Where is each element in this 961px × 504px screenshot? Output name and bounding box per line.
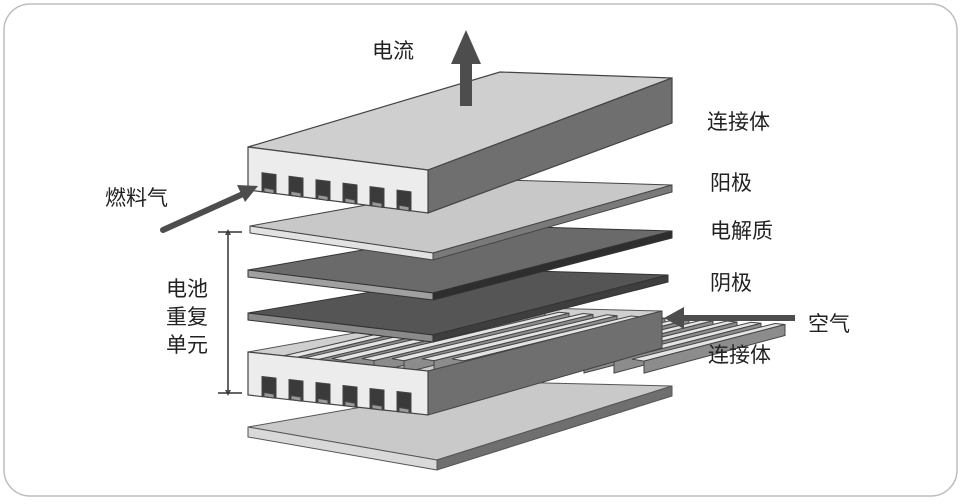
- channel-floor: [317, 397, 329, 405]
- electrolyte-layer: [247, 225, 673, 301]
- base-plate: [247, 381, 673, 471]
- interconnect-top-label: 连接体: [707, 110, 770, 134]
- fuel-gas-label: 燃料气: [105, 186, 168, 210]
- channel-floor: [317, 194, 329, 202]
- diagonal-arrow-icon: [160, 185, 258, 233]
- air-label: 空气: [808, 312, 850, 336]
- up-arrow-icon: [451, 30, 481, 106]
- channel-floor: [290, 394, 302, 402]
- cathode-layer: [247, 269, 669, 343]
- electrolyte-label: 电解质: [710, 219, 773, 243]
- repeat-unit-label-line3: 单元: [166, 333, 208, 357]
- vertical-dimension-bracket-icon: [218, 229, 242, 396]
- channel-floor: [263, 187, 275, 195]
- left-arrow-icon: [664, 307, 795, 329]
- rib-side: [643, 323, 786, 374]
- channel-floor: [398, 204, 410, 212]
- top-front-channels: [261, 172, 412, 212]
- cathode-label: 阴极: [710, 271, 752, 295]
- current-label: 电流: [372, 39, 414, 63]
- channel-floor: [263, 391, 275, 399]
- channel-floor: [290, 190, 302, 198]
- channel-floor: [344, 197, 356, 205]
- anode-layer: [249, 179, 673, 261]
- channel-floor: [398, 406, 410, 414]
- channel-floor: [371, 403, 383, 411]
- channel-floor: [371, 201, 383, 209]
- interconnect-bottom-label: 连接体: [708, 343, 771, 367]
- top-interconnect: [247, 71, 673, 214]
- repeat-unit-label-line1: 电池: [166, 277, 208, 301]
- repeat-unit-label-line2: 重复: [166, 305, 208, 329]
- channel-floor: [344, 400, 356, 408]
- bottom-front-channels: [261, 375, 412, 414]
- anode-label: 阳极: [710, 171, 752, 195]
